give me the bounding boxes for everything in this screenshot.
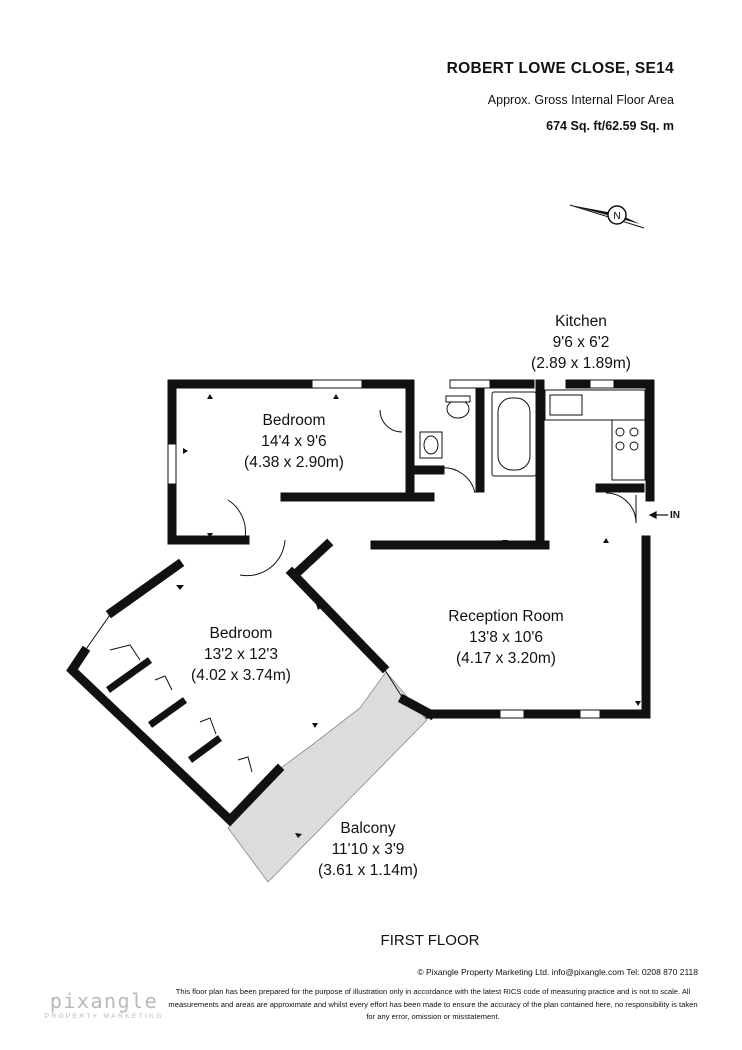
room-size-imperial: 9'6 x 6'2 [552, 334, 610, 351]
room-size-metric: (3.61 x 1.14m) [318, 862, 418, 879]
copyright-text: © Pixangle Property Marketing Ltd. info@… [417, 967, 698, 977]
entrance-label: IN [670, 510, 680, 521]
room-name: Kitchen [555, 313, 607, 330]
room-name: Bedroom [262, 412, 326, 429]
room-label-balcony: Balcony 11'10 x 3'9 (3.61 x 1.14m) [318, 818, 418, 881]
room-size-metric: (4.02 x 3.74m) [191, 667, 291, 684]
logo-name: pixangle [49, 989, 159, 1013]
bedroom2-window [83, 611, 113, 653]
property-address: ROBERT LOWE CLOSE, SE14 [446, 60, 674, 77]
room-size-imperial: 14'4 x 9'6 [261, 433, 327, 450]
entrance-arrow-icon [648, 511, 668, 519]
room-size-metric: (4.38 x 2.90m) [244, 454, 344, 471]
disclaimer-text: This floor plan has been prepared for th… [168, 987, 698, 1021]
floor-area-value: 674 Sq. ft/62.59 Sq. m [546, 119, 674, 133]
room-size-imperial: 13'2 x 12'3 [203, 646, 278, 663]
windows [167, 379, 615, 719]
compass-icon: N [569, 204, 645, 229]
room-size-imperial: 11'10 x 3'9 [331, 841, 405, 858]
reception-window [382, 666, 405, 701]
kitchen-fixtures [544, 389, 646, 481]
balcony-area [227, 671, 428, 883]
room-size-metric: (2.89 x 1.89m) [531, 355, 631, 372]
room-label-bedroom-1: Bedroom 14'4 x 9'6 (4.38 x 2.90m) [244, 410, 344, 473]
room-name: Reception Room [448, 608, 564, 625]
pixangle-logo: pixangle PROPERTY MARKETING [44, 989, 164, 1020]
room-label-kitchen: Kitchen 9'6 x 6'2 (2.89 x 1.89m) [531, 311, 631, 374]
floor-label: FIRST FLOOR [380, 932, 480, 949]
bathroom-fixtures [419, 391, 537, 477]
walls [66, 379, 655, 827]
room-name: Balcony [340, 820, 396, 837]
wardrobe-partitions [105, 657, 223, 763]
logo-tagline: PROPERTY MARKETING [44, 1013, 164, 1020]
room-size-metric: (4.17 x 3.20m) [456, 650, 556, 667]
room-size-imperial: 13'8 x 10'6 [468, 629, 544, 646]
compass-letter: N [613, 211, 620, 222]
room-name: Bedroom [209, 625, 273, 642]
door-swings [227, 409, 637, 577]
room-label-reception: Reception Room 13'8 x 10'6 (4.17 x 3.20m… [448, 606, 563, 669]
room-label-bedroom-2: Bedroom 13'2 x 12'3 (4.02 x 3.74m) [191, 623, 291, 686]
radiator-markers [176, 394, 641, 838]
wardrobe-doors [109, 644, 253, 773]
floor-area-label: Approx. Gross Internal Floor Area [487, 93, 674, 107]
